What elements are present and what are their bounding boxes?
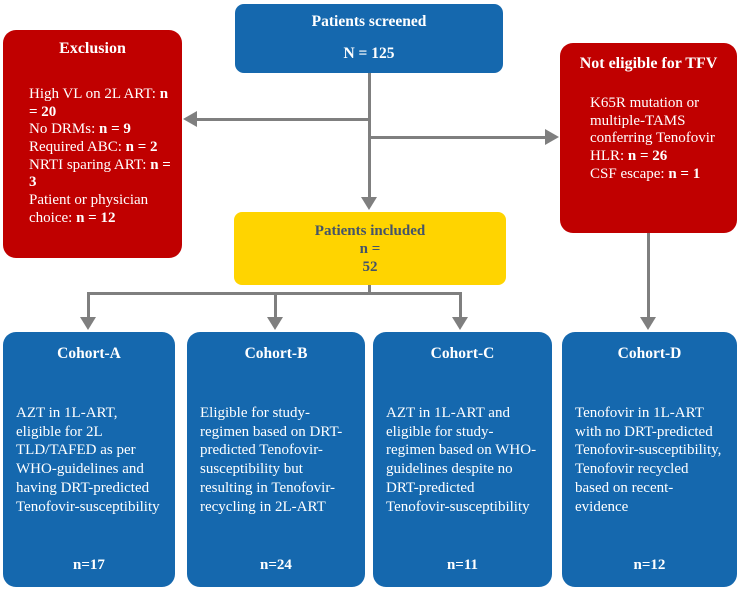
cohort-a-description: AZT in 1L-ART, eligible for 2L TLD/TAFED… [16,404,160,515]
connector-to-exclusion [196,118,371,121]
patients-included-box: Patients included n = 52 [234,212,506,285]
exclusion-item: Patient or physician choice: n = 12 [29,192,172,227]
arrow-down-icon [80,317,96,330]
arrow-down-icon [267,317,283,330]
patients-screened-count: N = 125 [343,45,395,62]
connector-to-cohort-d [647,233,650,319]
exclusion-item-count: n = 2 [125,139,158,156]
cohort-b-description: Eligible for study-regimen based on DRT-… [200,404,343,515]
not-eligible-item-count: n = 26 [627,148,668,165]
exclusion-item-count: n = 12 [76,209,116,226]
connector-to-cohort-b [274,292,277,319]
cohort-b-box: Cohort-B Eligible for study-regimen base… [187,332,365,587]
not-eligible-item: CSF escape: n = 1 [590,166,729,184]
patients-included-count-label: n = [359,240,381,257]
not-eligible-item-label: CSF escape: [590,165,669,182]
exclusion-title: Exclusion [59,40,126,57]
arrow-down-icon [361,197,377,210]
cohort-d-title: Cohort-D [617,345,682,362]
cohort-d-bodywrap: Tenofovir in 1L-ART with no DRT-predicte… [562,363,737,557]
cohort-a-title: Cohort-A [57,345,121,362]
cohort-a-box: Cohort-A AZT in 1L-ART, eligible for 2L … [3,332,175,587]
not-eligible-list: K65R mutation or multiple-TAMS conferrin… [590,95,729,183]
cohort-b-bodywrap: Eligible for study-regimen based on DRT-… [187,363,365,557]
exclusion-item: Required ABC: n = 2 [29,139,172,157]
patients-included-count-value: 52 [362,258,378,275]
exclusion-item-label: No DRMs: [29,121,100,138]
cohort-a-bodywrap: AZT in 1L-ART, eligible for 2L TLD/TAFED… [3,363,175,557]
cohort-d-count: n=12 [633,557,666,573]
connector-to-not-eligible [369,136,545,139]
exclusion-item-count: n = 20 [29,86,169,120]
cohort-c-title: Cohort-C [430,345,495,362]
cohort-d-description: Tenofovir in 1L-ART with no DRT-predicte… [575,404,722,515]
exclusion-item-label: High VL on 2L ART: [29,86,160,102]
arrow-right-icon [545,129,559,145]
arrow-left-icon [183,111,197,127]
not-eligible-title: Not eligible for TFV [579,55,718,72]
exclusion-list: High VL on 2L ART: n = 20 No DRMs: n = 9… [29,86,172,228]
patients-screened-box: Patients screened N = 125 [235,4,503,73]
patients-included-title: Patients included [314,222,426,239]
cohort-d-box: Cohort-D Tenofovir in 1L-ART with no DRT… [562,332,737,587]
cohort-c-count: n=11 [446,557,479,573]
connector-to-cohort-c [459,292,462,319]
arrow-down-icon [640,317,656,330]
cohort-b-count: n=24 [260,557,292,573]
exclusion-item-count: n = 9 [99,121,131,138]
exclusion-item: No DRMs: n = 9 [29,121,172,139]
cohort-a-count: n=17 [73,557,105,573]
not-eligible-item-label: K65R mutation or multiple-TAMS conferrin… [590,95,715,165]
cohort-c-description: AZT in 1L-ART and eligible for study-reg… [386,404,537,515]
exclusion-item-label: Patient or physician choice: [29,192,149,226]
cohort-c-bodywrap: AZT in 1L-ART and eligible for study-reg… [373,363,552,557]
cohort-c-box: Cohort-C AZT in 1L-ART and eligible for … [373,332,552,587]
patients-screened-title: Patients screened [311,13,427,30]
exclusion-box: Exclusion High VL on 2L ART: n = 20 No D… [3,30,182,258]
exclusion-item-count: n = 3 [29,156,171,191]
exclusion-item-label: NRTI sparing ART: [29,156,151,173]
cohort-b-title: Cohort-B [244,345,308,362]
exclusion-item-label: Required ABC: [29,139,126,156]
exclusion-item: NRTI sparing ART: n = 3 [29,157,172,192]
not-eligible-item-count: n = 1 [668,165,701,182]
connector-to-cohort-a [87,292,90,319]
arrow-down-icon [452,317,468,330]
not-eligible-box: Not eligible for TFV K65R mutation or mu… [560,43,737,233]
not-eligible-item: K65R mutation or multiple-TAMS conferrin… [590,95,729,166]
connector-included-stub [368,285,371,295]
exclusion-item: High VL on 2L ART: n = 20 [29,86,172,121]
